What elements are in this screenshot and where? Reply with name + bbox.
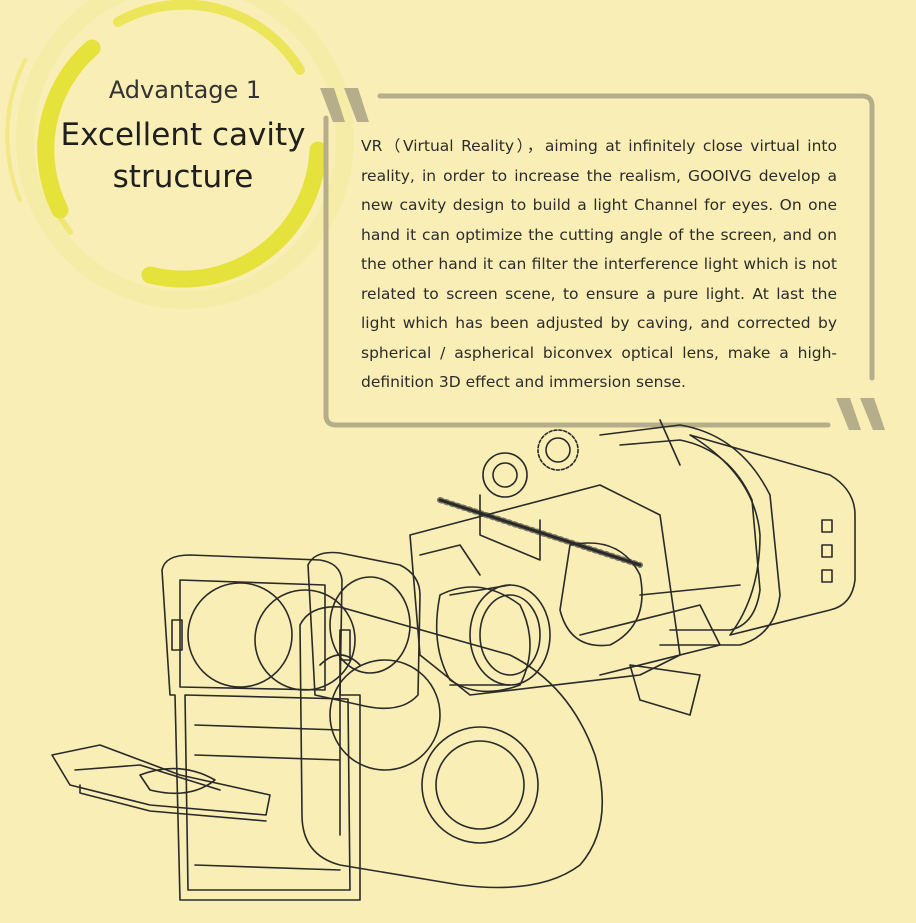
text-frame <box>323 93 875 428</box>
lens-assembly-part <box>307 551 551 710</box>
rear-housing-part <box>409 484 721 716</box>
focus-gear-part <box>437 429 643 568</box>
close-quote-icon <box>836 398 885 430</box>
feature-title: Excellent cavity structure <box>58 114 308 198</box>
feature-description: VR（Virtual Reality），aiming at infinitely… <box>361 137 837 391</box>
open-quote-icon <box>320 88 369 122</box>
phone-tray-part <box>51 744 271 822</box>
feature-title-text: Excellent cavity structure <box>60 117 306 195</box>
front-cover-part <box>161 554 361 901</box>
advantage-kicker: Advantage 1 <box>108 76 262 104</box>
vr-headset-exploded-illustration <box>51 419 856 901</box>
main-shell-part <box>299 606 604 889</box>
yellow-ring-decoration <box>5 0 354 309</box>
face-foam-part <box>689 434 856 636</box>
